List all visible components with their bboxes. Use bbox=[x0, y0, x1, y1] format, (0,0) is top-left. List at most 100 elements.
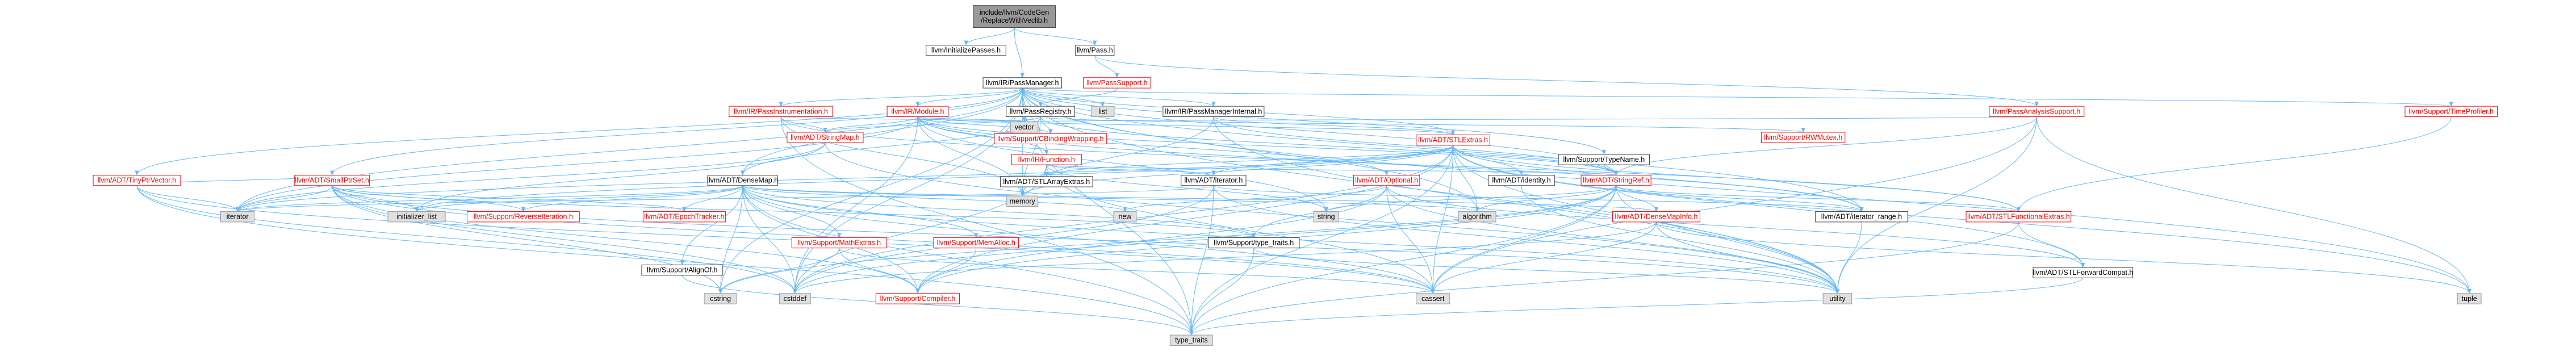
node-string[interactable]: string bbox=[1313, 211, 1339, 223]
edge-module-to-cstddef bbox=[793, 116, 918, 294]
edge-stlextras-to-stlfunc bbox=[1453, 145, 2021, 212]
node-iteratorh[interactable]: llvm/ADT/iterator.h bbox=[1181, 174, 1247, 186]
edge-passanalysis-to-utility bbox=[1835, 116, 2037, 294]
node-box bbox=[1415, 293, 1450, 304]
node-label: /ReplaceWithVeclib.h bbox=[981, 16, 1048, 24]
node-cstring[interactable]: cstring bbox=[704, 293, 737, 304]
node-cbwrap[interactable]: llvm/Support/CBindingWrapping.h bbox=[994, 133, 1107, 145]
node-identity[interactable]: llvm/ADT/identity.h bbox=[1488, 174, 1555, 186]
node-timeprofiler[interactable]: llvm/Support/TimeProfiler.h bbox=[2404, 106, 2498, 117]
node-box bbox=[886, 106, 949, 117]
node-box bbox=[1580, 174, 1651, 186]
node-new[interactable]: new bbox=[1113, 211, 1137, 223]
node-box bbox=[1082, 77, 1151, 89]
node-stlarray[interactable]: llvm/ADT/STLArrayExtras.h bbox=[1000, 176, 1093, 187]
node-label: llvm/IR/PassInstrumentation.h bbox=[734, 107, 828, 115]
node-label: llvm/Support/type_traits.h bbox=[1214, 239, 1294, 247]
node-box bbox=[875, 293, 960, 304]
edge-module-to-stringmap bbox=[823, 116, 918, 133]
node-tuple[interactable]: tuple bbox=[2457, 293, 2482, 304]
node-stlextras[interactable]: llvm/ADT/STLExtras.h bbox=[1416, 135, 1490, 146]
node-label: llvm/ADT/iterator.h bbox=[1184, 177, 1243, 185]
node-iterrange[interactable]: llvm/ADT/iterator_range.h bbox=[1815, 211, 1908, 223]
node-label: llvm/InitializePasses.h bbox=[931, 47, 1001, 55]
edge-stringref-to-cstring bbox=[718, 185, 1617, 294]
node-vector[interactable]: vector bbox=[1010, 122, 1039, 133]
node-initpasses[interactable]: llvm/InitializePasses.h bbox=[926, 45, 1006, 56]
edge-passmanager-to-timeprofiler bbox=[1022, 87, 2453, 107]
node-iterator[interactable]: iterator bbox=[220, 211, 255, 223]
node-label: llvm/ADT/StringRef.h bbox=[1583, 177, 1649, 185]
edge-stlextras-to-typetraits bbox=[1189, 145, 1454, 336]
edge-passmanager-to-list bbox=[1022, 87, 1105, 107]
node-passregistry[interactable]: llvm/PassRegistry.h bbox=[1006, 106, 1076, 117]
node-module[interactable]: llvm/IR/Module.h bbox=[886, 106, 949, 117]
node-label: llvm/ADT/SmallPtrSet.h bbox=[295, 177, 369, 185]
node-mathextras[interactable]: llvm/Support/MathExtras.h bbox=[791, 237, 887, 249]
node-stringref[interactable]: llvm/ADT/StringRef.h bbox=[1580, 174, 1651, 186]
node-box bbox=[1000, 176, 1093, 187]
node-root[interactable]: include/llvm/CodeGen/ReplaceWithVeclib.h bbox=[973, 5, 1056, 28]
edge-timeprofiler-to-stlfunc bbox=[2016, 116, 2452, 212]
node-cstddef[interactable]: cstddef bbox=[779, 293, 811, 304]
node-optional[interactable]: llvm/ADT/Optional.h bbox=[1353, 174, 1420, 186]
node-rwmutex[interactable]: llvm/Support/RWMutex.h bbox=[1761, 132, 1846, 143]
edge-passmanager-to-tinyptr bbox=[135, 88, 1023, 176]
node-stringmap[interactable]: llvm/ADT/StringMap.h bbox=[787, 132, 864, 143]
node-box bbox=[641, 264, 724, 276]
node-passinstr[interactable]: llvm/IR/PassInstrumentation.h bbox=[729, 106, 833, 117]
node-box bbox=[994, 133, 1107, 145]
node-list[interactable]: list bbox=[1091, 106, 1115, 117]
node-passanalysis[interactable]: llvm/PassAnalysisSupport.h bbox=[1989, 106, 2085, 117]
node-initlist[interactable]: initializer_list bbox=[387, 211, 446, 223]
node-tinyptr[interactable]: llvm/ADT/TinyPtrVector.h bbox=[93, 174, 181, 186]
node-utility[interactable]: utility bbox=[1822, 293, 1852, 304]
node-smallptrset[interactable]: llvm/ADT/SmallPtrSet.h bbox=[294, 174, 370, 186]
node-passsupport[interactable]: llvm/PassSupport.h bbox=[1082, 77, 1151, 89]
node-label: llvm/PassRegistry.h bbox=[1010, 107, 1072, 115]
node-box bbox=[1162, 106, 1265, 117]
edge-passmanager-to-smallptrset bbox=[330, 88, 1023, 176]
edge-densemap-to-initlist bbox=[415, 185, 743, 212]
node-passmanager[interactable]: llvm/IR/PassManager.h bbox=[982, 77, 1062, 89]
node-box bbox=[294, 174, 370, 186]
node-stlforward[interactable]: llvm/ADT/STLForwardCompat.h bbox=[2033, 267, 2133, 278]
node-stlfunc[interactable]: llvm/ADT/STLFunctionalExtras.h bbox=[1966, 211, 2072, 223]
edge-densemap-to-mathextras bbox=[742, 185, 842, 239]
node-typetraitsh[interactable]: llvm/Support/type_traits.h bbox=[1208, 237, 1300, 249]
node-label: llvm/ADT/STLArrayExtras.h bbox=[1003, 178, 1090, 186]
node-label: llvm/ADT/DenseMap.h bbox=[707, 177, 778, 185]
node-algorithm[interactable]: algorithm bbox=[1458, 211, 1496, 223]
node-typetraits[interactable]: type_traits bbox=[1170, 334, 1213, 346]
node-alignof[interactable]: llvm/Support/AlignOf.h bbox=[641, 264, 724, 276]
node-cassert[interactable]: cassert bbox=[1415, 293, 1450, 304]
edge-passanalysis-to-stringref bbox=[1614, 116, 2037, 176]
node-label: cstring bbox=[710, 295, 731, 303]
node-pass[interactable]: llvm/Pass.h bbox=[1075, 45, 1115, 56]
node-typename[interactable]: llvm/Support/TypeName.h bbox=[1558, 154, 1650, 165]
node-densemapinfo[interactable]: llvm/ADT/DenseMapInfo.h bbox=[1612, 211, 1700, 223]
edge-module-to-cbwrap bbox=[917, 116, 1053, 135]
node-compiler[interactable]: llvm/Support/Compiler.h bbox=[875, 293, 960, 304]
node-box bbox=[1170, 334, 1213, 346]
edge-passinstr-to-typetraits bbox=[780, 116, 1194, 336]
node-box bbox=[1416, 135, 1490, 146]
edge-typetraitsh-to-typetraits bbox=[1189, 248, 1254, 336]
node-label: llvm/ADT/EpochTracker.h bbox=[644, 213, 724, 221]
node-box bbox=[933, 237, 1019, 249]
node-memalloc[interactable]: llvm/Support/MemAlloc.h bbox=[933, 237, 1019, 249]
node-memory[interactable]: memory bbox=[1006, 195, 1039, 207]
node-label: llvm/Support/AlignOf.h bbox=[647, 266, 717, 274]
node-epoch[interactable]: llvm/ADT/EpochTracker.h bbox=[642, 211, 726, 223]
edge-passsupport-to-passregistry bbox=[1038, 87, 1118, 107]
node-pmi[interactable]: llvm/IR/PassManagerInternal.h bbox=[1162, 106, 1265, 117]
node-box bbox=[1761, 132, 1846, 143]
node-reverseiter[interactable]: llvm/Support/ReverseIteration.h bbox=[467, 211, 580, 223]
edge-optional-to-cassert bbox=[1386, 185, 1435, 294]
node-box bbox=[791, 237, 887, 249]
node-box bbox=[2404, 106, 2498, 117]
node-label: llvm/ADT/STLForwardCompat.h bbox=[2033, 269, 2133, 277]
node-function[interactable]: llvm/IR/Function.h bbox=[1011, 154, 1082, 165]
node-densemap[interactable]: llvm/ADT/DenseMap.h bbox=[707, 174, 778, 186]
node-box bbox=[787, 132, 864, 143]
